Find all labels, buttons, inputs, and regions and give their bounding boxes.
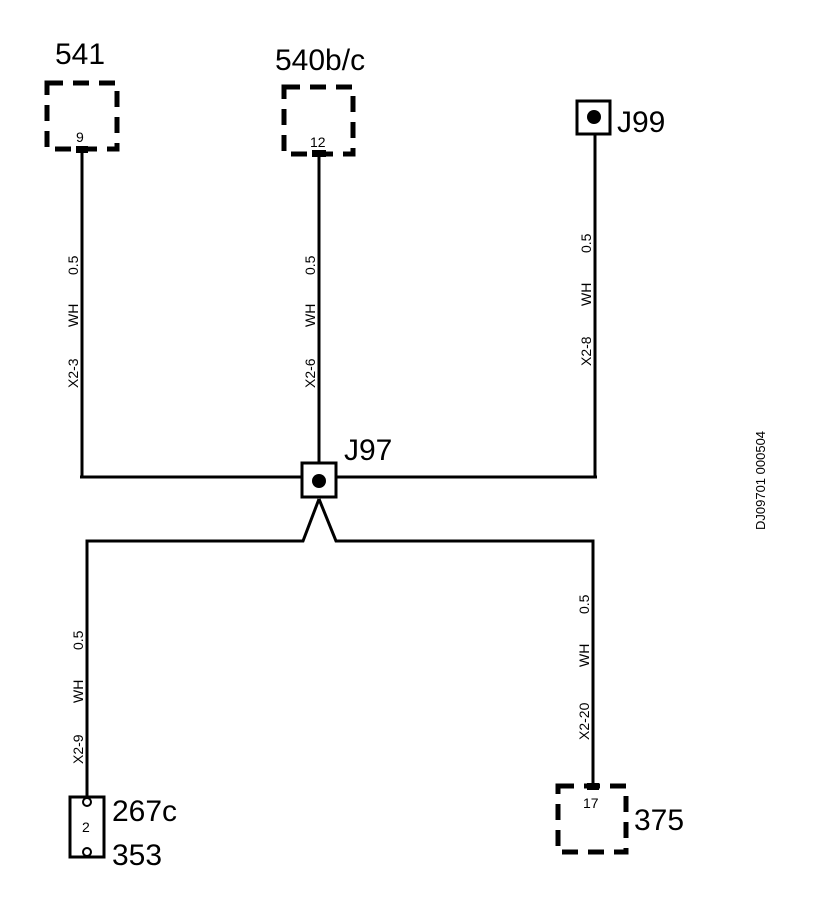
wire-x2-8-id: X2-8 — [578, 336, 594, 366]
component-540bc-terminal — [312, 150, 326, 157]
wire-x2-8-color: WH — [578, 283, 594, 306]
diagram-reference-code: DJ09701 000504 — [753, 431, 768, 530]
wire-x2-3-size: 0.5 — [65, 255, 81, 275]
component-267c-pin: 2 — [82, 819, 90, 835]
wire-x2-3-labels: 0.5 WH X2-3 — [65, 255, 81, 388]
wire-x2-9-color: WH — [70, 680, 86, 703]
j97-node — [312, 474, 326, 488]
component-375-box — [555, 783, 629, 855]
wire-x2-8-labels: 0.5 WH X2-8 — [578, 233, 594, 366]
component-541-label: 541 — [55, 38, 105, 71]
component-541-pin: 9 — [76, 129, 84, 145]
wire-x2-20-color: WH — [576, 644, 592, 667]
wire-x2-6-size: 0.5 — [302, 255, 318, 275]
component-540bc-pin: 12 — [310, 134, 326, 150]
component-267c-pin-top — [82, 797, 92, 807]
wire-x2-6-color: WH — [302, 304, 318, 327]
component-267c-pin-bottom — [82, 847, 92, 857]
wire-x2-9 — [85, 498, 321, 800]
wire-x2-3-color: WH — [65, 304, 81, 327]
wire-x2-20 — [317, 498, 595, 787]
wire-x2-20-size: 0.5 — [576, 594, 592, 614]
j99-label: J99 — [617, 106, 665, 139]
j97-label: J97 — [344, 434, 392, 467]
wire-x2-9-labels: 0.5 WH X2-9 — [70, 630, 86, 764]
component-375-label: 375 — [634, 804, 684, 837]
wire-x2-3-id: X2-3 — [65, 358, 81, 388]
wire-x2-9-id: X2-9 — [70, 734, 86, 764]
wire-x2-20-id: X2-20 — [576, 702, 592, 740]
component-375-pin: 17 — [583, 795, 599, 811]
wire-x2-6-labels: 0.5 WH X2-6 — [302, 255, 318, 388]
wire-x2-6-id: X2-6 — [302, 358, 318, 388]
j99-node — [587, 110, 601, 124]
wire-x2-9-size: 0.5 — [70, 630, 86, 650]
component-353-label: 353 — [112, 839, 162, 872]
component-541-terminal — [76, 146, 88, 153]
component-540bc-label: 540b/c — [275, 44, 365, 77]
wire-x2-20-labels: 0.5 WH X2-20 — [576, 594, 592, 740]
wire-x2-8-size: 0.5 — [578, 233, 594, 253]
component-267c-label: 267c — [112, 795, 177, 828]
